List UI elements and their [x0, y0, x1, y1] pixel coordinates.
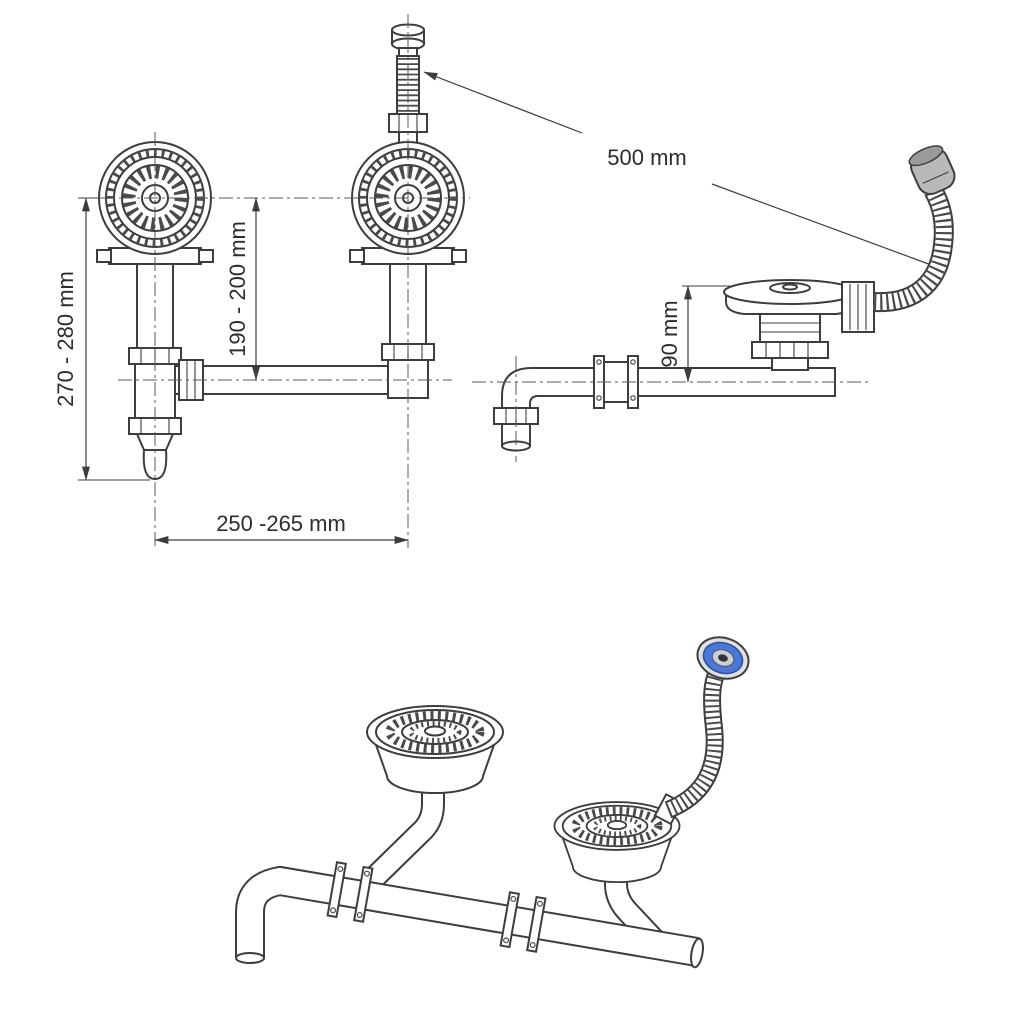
- side-centerlines: [472, 356, 868, 462]
- front-view: 270 - 280 mm 190 - 200 mm 250 -265 mm 50…: [53, 14, 935, 548]
- horizontal-pipe: [174, 365, 393, 395]
- clamp-1: [326, 861, 374, 923]
- strainer-feed-pipes: [363, 775, 668, 954]
- front-centerlines: [94, 14, 470, 548]
- side-dimensions: 90 mm: [657, 285, 730, 383]
- dim-outlet-height-label: 90 mm: [657, 300, 682, 367]
- perspective-view: [235, 636, 750, 969]
- dim-drain-to-pipe-label: 190 - 200 mm: [225, 221, 250, 357]
- dim-total-height-label: 270 - 280 mm: [53, 271, 78, 407]
- front-dimensions: 270 - 280 mm 190 - 200 mm 250 -265 mm 50…: [53, 71, 935, 544]
- overflow-hose: [873, 185, 954, 313]
- overflow-hose-3d: [664, 659, 729, 819]
- main-run-pipe: [235, 865, 704, 969]
- dim-bowl-distance-label: 250 -265 mm: [216, 511, 346, 536]
- dim-hose-length-label: 500 mm: [607, 145, 686, 170]
- overflow-cap: [696, 636, 750, 680]
- overflow-fitting: [841, 281, 875, 333]
- overflow-head: [908, 145, 956, 196]
- side-view: 90 mm: [472, 145, 956, 462]
- left-drain-assembly: [128, 263, 182, 481]
- clamp-2: [499, 891, 547, 953]
- side-waste-pipe: [501, 367, 836, 447]
- strainer-3d-left: [367, 706, 503, 793]
- side-strainer: [723, 279, 857, 371]
